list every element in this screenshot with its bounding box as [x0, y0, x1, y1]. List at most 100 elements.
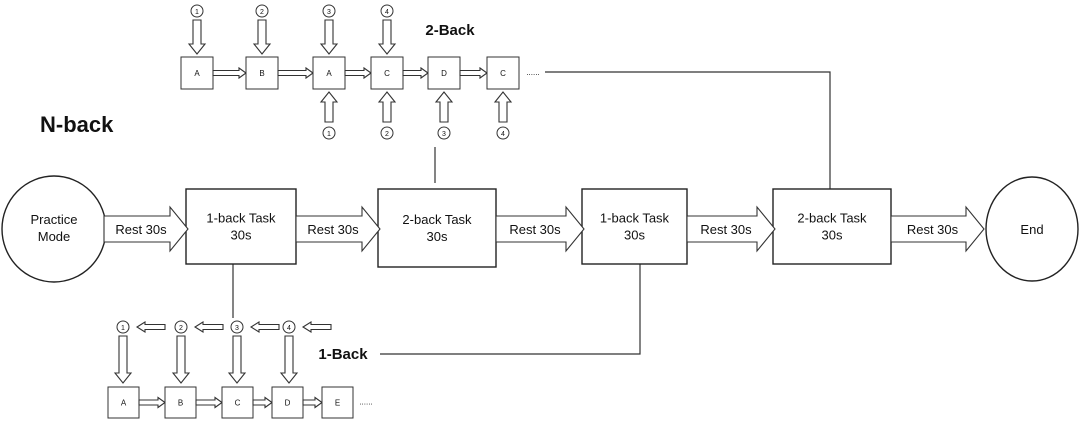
task-name: 1-back Task	[206, 211, 276, 226]
number: 3	[442, 131, 446, 138]
connector-line	[380, 264, 641, 355]
task-box	[581, 188, 688, 265]
number: 2	[179, 325, 183, 332]
number: 4	[385, 9, 389, 16]
rest-arrow	[495, 205, 585, 253]
number: 2	[260, 9, 264, 16]
left-arrow	[193, 321, 224, 333]
number-circle	[255, 4, 269, 18]
number: 4	[287, 325, 291, 332]
sequence-arrow	[252, 396, 273, 409]
task-box	[377, 188, 497, 268]
up-arrow	[377, 91, 397, 123]
task-name: 2-back Task	[402, 212, 472, 227]
sequence-arrow	[138, 396, 166, 409]
up-arrow	[434, 91, 454, 123]
number: 3	[235, 325, 239, 332]
down-arrow	[227, 335, 247, 384]
task-duration: 30s	[427, 229, 448, 244]
number-circle	[322, 4, 336, 18]
number: 4	[501, 131, 505, 138]
letter-box	[486, 56, 520, 90]
letter: E	[335, 399, 340, 408]
rest-label: Rest 30s	[115, 222, 167, 237]
ellipsis: ......	[359, 398, 372, 407]
letter: A	[121, 399, 127, 408]
down-arrow	[319, 19, 339, 55]
letter-box	[271, 386, 304, 419]
task-box	[185, 188, 297, 265]
number-circle	[496, 126, 510, 140]
letter-box	[107, 386, 140, 419]
number-circle	[437, 126, 451, 140]
sequence-arrow	[459, 66, 488, 80]
rest-arrow	[295, 205, 381, 253]
letter: A	[326, 69, 332, 78]
task-duration: 30s	[231, 228, 252, 243]
diagram-title: N-back	[40, 112, 114, 137]
number-circle	[282, 320, 296, 334]
sequence-arrow	[344, 66, 372, 80]
left-arrow	[249, 321, 280, 333]
number-circle	[174, 320, 188, 334]
ellipsis: ......	[526, 68, 539, 77]
number-circle	[380, 126, 394, 140]
letter: C	[384, 69, 390, 78]
rest-label: Rest 30s	[509, 222, 561, 237]
number-circle	[380, 4, 394, 18]
rest-label: Rest 30s	[307, 222, 359, 237]
number: 3	[327, 9, 331, 16]
task-duration: 30s	[624, 228, 645, 243]
letter: A	[194, 69, 200, 78]
down-arrow	[187, 19, 207, 55]
task-duration: 30s	[822, 228, 843, 243]
down-arrow	[113, 335, 133, 384]
letter: D	[285, 399, 291, 408]
letter-box	[245, 56, 279, 90]
sequence-arrow	[277, 66, 314, 80]
number-circle	[322, 126, 336, 140]
up-arrow	[319, 91, 339, 123]
two-back-label: 2-Back	[425, 22, 475, 39]
rest-arrow	[103, 205, 189, 253]
number: 1	[327, 131, 331, 138]
start-label-line-1: Practice	[31, 212, 78, 227]
left-arrow	[301, 321, 332, 333]
sequence-arrow	[302, 396, 323, 409]
letter-box	[321, 386, 354, 419]
number: 1	[121, 325, 125, 332]
sequence-arrow	[212, 66, 247, 80]
down-arrow	[171, 335, 191, 384]
connector-line	[545, 71, 831, 189]
number-circle	[190, 4, 204, 18]
sequence-arrow	[195, 396, 223, 409]
up-arrow	[493, 91, 513, 123]
number-circle	[116, 320, 130, 334]
down-arrow	[252, 19, 272, 55]
start-label-line-2: Mode	[38, 229, 71, 244]
end-circle	[985, 176, 1079, 282]
rest-arrow	[890, 205, 985, 253]
rest-label: Rest 30s	[907, 222, 959, 237]
letter: C	[500, 69, 506, 78]
sequence-arrow	[402, 66, 429, 80]
rest-arrow	[686, 205, 776, 253]
end-label: End	[1020, 222, 1043, 237]
number: 2	[385, 131, 389, 138]
letter: C	[235, 399, 241, 408]
number-circle	[230, 320, 244, 334]
down-arrow	[279, 335, 299, 384]
letter: B	[178, 399, 183, 408]
number: 1	[195, 9, 199, 16]
task-box	[772, 188, 892, 265]
task-name: 1-back Task	[600, 211, 670, 226]
rest-label: Rest 30s	[700, 222, 752, 237]
down-arrow	[377, 19, 397, 55]
letter: B	[259, 69, 264, 78]
left-arrow	[135, 321, 166, 333]
